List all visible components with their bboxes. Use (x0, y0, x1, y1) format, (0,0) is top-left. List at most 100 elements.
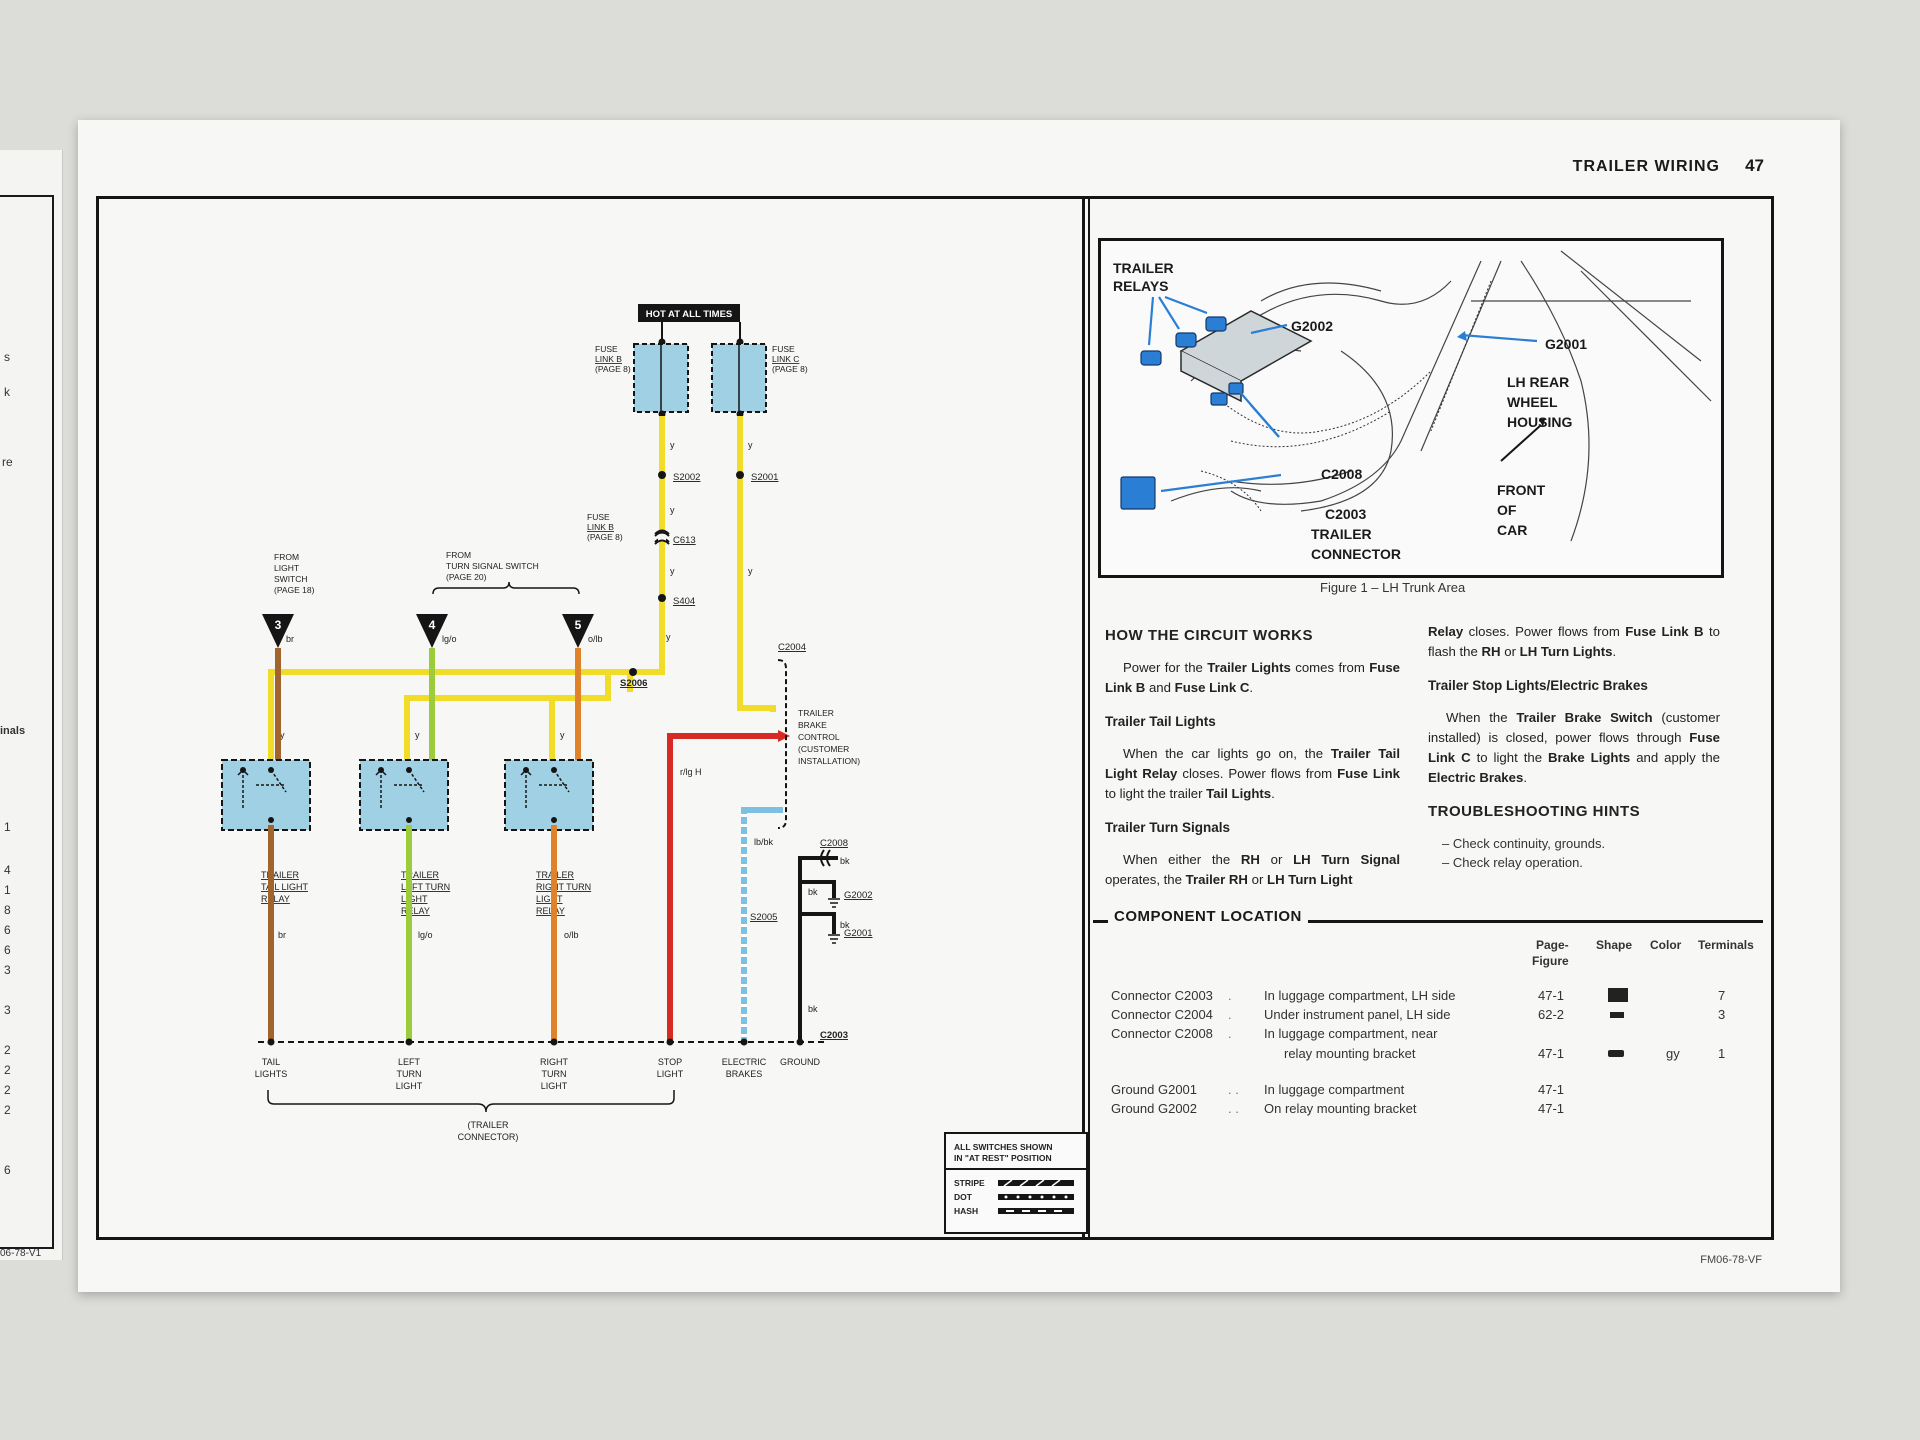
fuse-b2-label: LINK B (587, 522, 614, 532)
wire-color-label: bk (808, 1004, 818, 1014)
col-header-terminals: Terminals (1698, 938, 1754, 952)
circuit-column-left: HOW THE CIRCUIT WORKS Power for the Trai… (1105, 626, 1400, 890)
from-light-switch-label: (PAGE 18) (274, 585, 315, 595)
left-page-number: 2 (4, 1083, 11, 1097)
col-header-figure: Figure (1532, 954, 1569, 968)
wire-color-label: lg/o (418, 930, 433, 940)
wire-color-label: bk (808, 887, 818, 897)
left-page-footer-code: 06-78-V1 (0, 1248, 42, 1259)
manual-page: TRAILER WIRING 47 HOT AT ALL TIMES FUSE … (78, 120, 1840, 1292)
wire-color-label: y (670, 440, 675, 450)
trailer-right-turn-relay (504, 759, 594, 831)
from-light-switch-label: SWITCH (274, 574, 308, 584)
c2004-connector (777, 659, 787, 829)
left-page-text: re (2, 455, 13, 469)
left-page-text: k (4, 385, 10, 399)
connector-shape-icon (1610, 1012, 1624, 1018)
splice-s2006: S2006 (620, 678, 647, 689)
fuse-c-label: FUSE (772, 344, 795, 354)
brake-control-label: CONTROL (798, 732, 840, 742)
left-page-number: 2 (4, 1103, 11, 1117)
relay-right-label: LIGHT (536, 894, 563, 904)
left-page-number: 6 (4, 943, 11, 957)
output-label-right: TURN (542, 1069, 567, 1079)
wire-color-label: r/lg H (680, 767, 702, 777)
leader-dots: . (1228, 1026, 1232, 1041)
wire-color-label: bk (840, 856, 850, 866)
left-page-number: 2 (4, 1063, 11, 1077)
relay-right-label: RELAY (536, 906, 565, 916)
connector-c613: C613 (673, 535, 696, 546)
brake-control-label: (CUSTOMER (798, 744, 849, 754)
leader-dots: . . (1228, 1082, 1239, 1097)
output-label-left: LEFT (398, 1057, 421, 1067)
relay-left-label: LIGHT (401, 894, 428, 904)
figure-lh-trunk-area: TRAILER RELAYS G2002 G2001 LH REAR WHEEL… (1098, 238, 1724, 578)
component-name: Connector C2004 (1111, 1007, 1213, 1022)
trailer-left-turn-relay (359, 759, 449, 831)
component-location: relay mounting bracket (1284, 1046, 1416, 1061)
relay-left-label: RELAY (401, 906, 430, 916)
trailer-connector-label: (TRAILER (467, 1120, 509, 1130)
component-page-figure: 47-1 (1538, 1082, 1565, 1097)
leader-dots: . . (1228, 1101, 1239, 1116)
left-page-number: 2 (4, 1043, 11, 1057)
fig-label-c2003: TRAILER (1311, 526, 1372, 542)
fig-label-g2002: G2002 (1291, 318, 1333, 334)
wire-color-label: y (666, 632, 671, 642)
leader-dots: . (1228, 1007, 1232, 1022)
wire-color-label: br (278, 930, 286, 940)
source-marker-4 (416, 614, 448, 648)
panel-divider (1088, 199, 1090, 1237)
legend-stripe-label: STRIPE (954, 1178, 985, 1188)
troubleshooting-hint: – Check continuity, grounds. (1442, 836, 1606, 851)
hot-at-all-times-badge (638, 304, 740, 322)
wire-legend: ALL SWITCHES SHOWN IN "AT REST" POSITION… (944, 1132, 1088, 1234)
left-page-text: s (4, 350, 10, 364)
wire-color-label: br (286, 634, 294, 644)
turn-signals-text: When either the RH or LH Turn Signal ope… (1105, 852, 1401, 887)
panel-divider (1082, 199, 1085, 1237)
wire-color-label: o/lb (588, 634, 603, 644)
output-label-tail: TAIL (262, 1057, 280, 1067)
component-location-title: COMPONENT LOCATION (1108, 908, 1308, 925)
from-light-switch-label: LIGHT (274, 563, 299, 573)
marker-label: 5 (575, 618, 582, 632)
previous-page-frame (0, 195, 54, 1249)
trailer-connector-label: CONNECTOR) (458, 1132, 519, 1142)
from-light-switch-label: FROM (274, 552, 299, 562)
component-terminals: 3 (1718, 1007, 1726, 1022)
component-location: Under instrument panel, LH side (1264, 1007, 1451, 1022)
fig-label-housing: LH REAR (1507, 374, 1569, 390)
legend-swatches (998, 1179, 1074, 1214)
output-label-left: LIGHT (396, 1081, 423, 1091)
fuse-b2-label: (PAGE 8) (587, 532, 623, 542)
marker-label: 4 (429, 618, 436, 632)
col-header-page: Page- (1536, 938, 1569, 952)
legend-hash-label: HASH (954, 1206, 979, 1216)
connector-shape-icon (1608, 988, 1628, 1002)
connector-shape-icon (1608, 1050, 1624, 1057)
output-label-stop: LIGHT (657, 1069, 684, 1079)
connector-c2003: C2003 (820, 1030, 848, 1041)
tail-lights-text: When the car lights go on, the Trailer T… (1105, 746, 1400, 801)
component-location: In luggage compartment (1264, 1082, 1405, 1097)
component-page-figure: 47-1 (1538, 1101, 1565, 1116)
turn-signals-heading: Trailer Turn Signals (1105, 820, 1231, 835)
marker-label: 3 (275, 618, 282, 632)
fig-label-trailer-relays: TRAILER (1113, 260, 1174, 276)
component-location: In luggage compartment, near (1264, 1026, 1438, 1041)
leader-dots: . (1228, 988, 1232, 1003)
wire-color-label: lg/o (442, 634, 457, 644)
stop-lights-heading: Trailer Stop Lights/Electric Brakes (1428, 678, 1648, 693)
output-label-brakes: ELECTRIC (722, 1057, 767, 1067)
output-label-right: LIGHT (541, 1081, 568, 1091)
page-title: TRAILER WIRING (1572, 158, 1720, 175)
fuse-b-label: (PAGE 8) (595, 364, 631, 374)
turn-signals-continued: Relay closes. Power flows from Fuse Link… (1428, 624, 1720, 659)
left-page-number: 6 (4, 923, 11, 937)
output-label-stop: STOP (658, 1057, 682, 1067)
wire-color-label: y (748, 440, 753, 450)
fuse-b-label: FUSE (595, 344, 618, 354)
fig-label-trailer-relays: RELAYS (1113, 278, 1169, 294)
